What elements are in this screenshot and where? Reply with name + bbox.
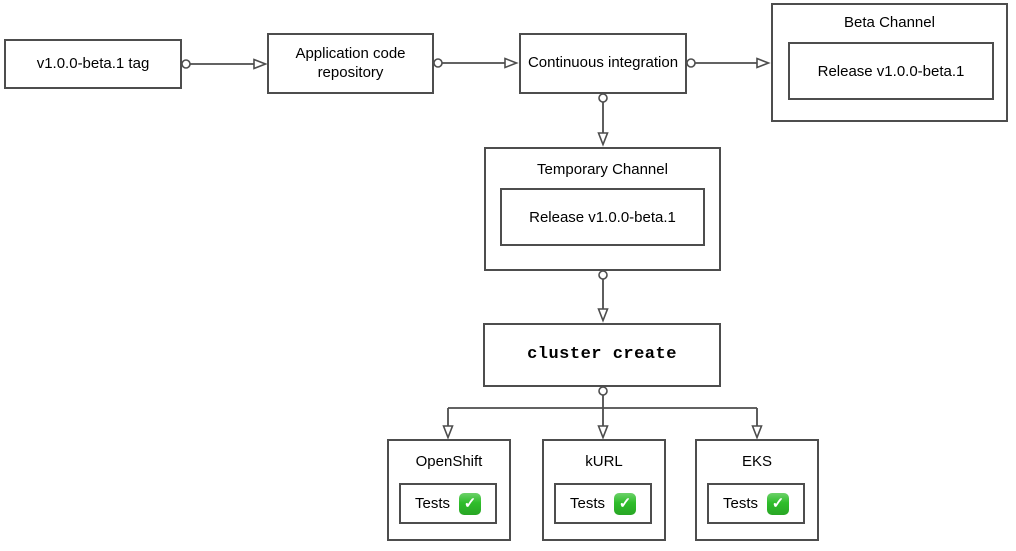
node-beta-release: Release v1.0.0-beta.1 bbox=[788, 42, 994, 100]
node-continuous-integration: Continuous integration bbox=[519, 33, 687, 94]
node-beta-release-label: Release v1.0.0-beta.1 bbox=[817, 62, 965, 80]
group-beta-channel-title: Beta Channel bbox=[844, 14, 935, 31]
arrowhead-icon bbox=[442, 425, 454, 440]
connector-source-dot bbox=[181, 59, 191, 69]
group-cluster-kurl: kURL Tests ✓ bbox=[542, 439, 666, 541]
node-openshift-tests: Tests ✓ bbox=[399, 483, 497, 524]
connector-source-dot bbox=[686, 58, 696, 68]
connector-tag-to-repo bbox=[181, 58, 268, 70]
node-continuous-integration-label: Continuous integration bbox=[527, 54, 679, 72]
connector-cluster-create-to-clusters bbox=[442, 386, 763, 440]
tests-label: Tests bbox=[722, 495, 758, 512]
arrowhead-icon bbox=[597, 425, 609, 440]
connector-source-dot bbox=[598, 93, 608, 103]
tests-label: Tests bbox=[414, 495, 450, 512]
node-cluster-create: cluster create bbox=[483, 323, 721, 387]
node-cluster-create-label: cluster create bbox=[527, 345, 677, 365]
node-version-tag-label: v1.0.0-beta.1 tag bbox=[36, 54, 150, 72]
connector-branch-rail bbox=[448, 395, 757, 409]
node-eks-tests: Tests ✓ bbox=[707, 483, 805, 524]
arrowhead-icon bbox=[756, 57, 771, 69]
node-version-tag: v1.0.0-beta.1 tag bbox=[4, 39, 182, 89]
check-mark-icon: ✓ bbox=[459, 492, 481, 515]
group-beta-channel: Beta Channel Release v1.0.0-beta.1 bbox=[771, 3, 1008, 122]
connector-ci-to-temporary-channel bbox=[597, 93, 609, 147]
connector-temporary-channel-to-cluster-create bbox=[597, 270, 609, 323]
group-temporary-channel-title: Temporary Channel bbox=[537, 161, 668, 178]
tests-label: Tests bbox=[569, 495, 605, 512]
group-temporary-channel: Temporary Channel Release v1.0.0-beta.1 bbox=[484, 147, 721, 271]
connector-source-dot bbox=[433, 58, 443, 68]
group-cluster-openshift: OpenShift Tests ✓ bbox=[387, 439, 511, 541]
arrowhead-icon bbox=[253, 58, 268, 70]
group-cluster-eks: EKS Tests ✓ bbox=[695, 439, 819, 541]
connector-ci-to-beta-channel bbox=[686, 57, 771, 69]
connector-source-dot bbox=[598, 270, 608, 280]
group-cluster-openshift-title: OpenShift bbox=[415, 453, 483, 470]
node-temporary-release-label: Release v1.0.0-beta.1 bbox=[529, 208, 676, 226]
connector-source-dot bbox=[598, 386, 608, 396]
node-temporary-release: Release v1.0.0-beta.1 bbox=[500, 188, 705, 246]
arrowhead-icon bbox=[751, 425, 763, 440]
arrowhead-icon bbox=[597, 308, 609, 323]
node-application-code-repository-label: Application code repository bbox=[295, 44, 406, 81]
arrowhead-icon bbox=[597, 132, 609, 147]
group-cluster-eks-title: EKS bbox=[741, 453, 772, 470]
check-mark-icon: ✓ bbox=[614, 492, 636, 515]
connector-repo-to-ci bbox=[433, 57, 519, 69]
group-cluster-kurl-title: kURL bbox=[585, 453, 623, 470]
check-mark-icon: ✓ bbox=[767, 492, 789, 515]
arrowhead-icon bbox=[504, 57, 519, 69]
node-application-code-repository: Application code repository bbox=[267, 33, 434, 94]
node-kurl-tests: Tests ✓ bbox=[554, 483, 652, 524]
